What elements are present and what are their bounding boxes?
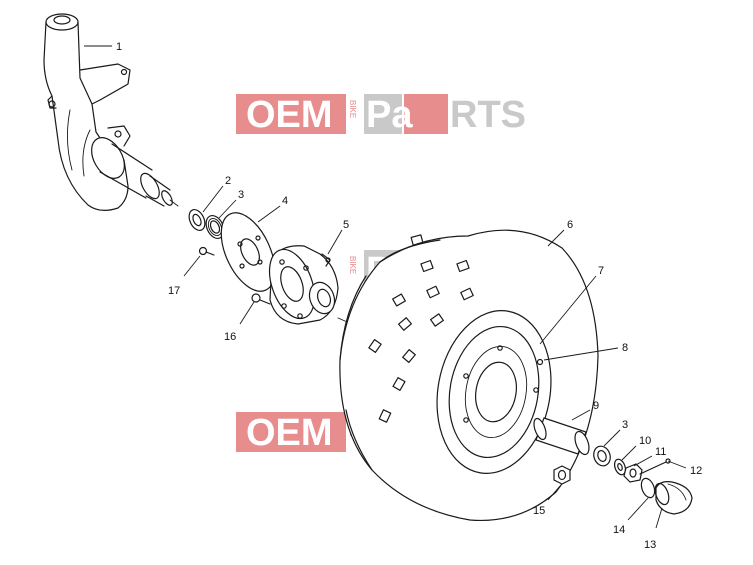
callout-14: 14: [613, 524, 625, 536]
steering-knuckle: [43, 13, 179, 211]
callout-17: 17: [168, 285, 180, 297]
callout-2: 2: [225, 175, 231, 187]
callout-9: 9: [593, 400, 599, 412]
callout-13: 13: [644, 539, 656, 551]
cotter-pin: [639, 458, 671, 475]
brake-disc: [220, 212, 276, 292]
callout-16: 16: [224, 331, 236, 343]
tire-tread: [368, 234, 474, 423]
wheel-hub: [268, 245, 339, 325]
o-ring: [640, 477, 656, 499]
seal-part-2: [188, 209, 206, 231]
watermark-pa-text: Pa: [366, 94, 413, 136]
leader-lines: [84, 45, 687, 529]
callout-3: 3: [238, 189, 244, 201]
callout-1: 1: [116, 41, 122, 53]
washer-part-10: [613, 458, 627, 476]
bolt-part-17: [198, 246, 215, 256]
hub-cap: [654, 481, 693, 515]
callout-5: 5: [343, 219, 349, 231]
tire: [339, 229, 599, 522]
callout-10: 10: [639, 435, 651, 447]
lug-nut: [553, 465, 571, 485]
watermark-bike-text: BIKE: [348, 100, 357, 118]
bearing-part-3-outer: [593, 445, 611, 467]
watermark-rts-text: RTS: [450, 94, 526, 136]
watermark-bike-text: BIKE: [348, 256, 357, 274]
callout-4: 4: [282, 195, 288, 207]
watermark-oem-text: OEM: [246, 94, 333, 136]
bearing-part-3-inner: [205, 215, 225, 239]
spacer-tube: [533, 417, 590, 456]
callout-11: 11: [655, 446, 666, 458]
bolt-part-16: [251, 293, 271, 305]
callout-6: 6: [567, 219, 573, 231]
callout-8: 8: [622, 342, 628, 354]
callout-15: 15: [533, 505, 545, 517]
callout-7: 7: [598, 265, 604, 277]
callout-3-lower: 3: [622, 419, 628, 431]
watermark-oem-text: OEM: [246, 412, 333, 454]
callout-12: 12: [690, 465, 702, 477]
callout-labels: 1 2 3 4 5 6 7 8 9 3 10 11 12 13 14 15 16…: [116, 41, 702, 551]
watermark-top: OEM BIKE Pa RTS: [236, 94, 526, 136]
nut-part-11: [623, 463, 643, 483]
